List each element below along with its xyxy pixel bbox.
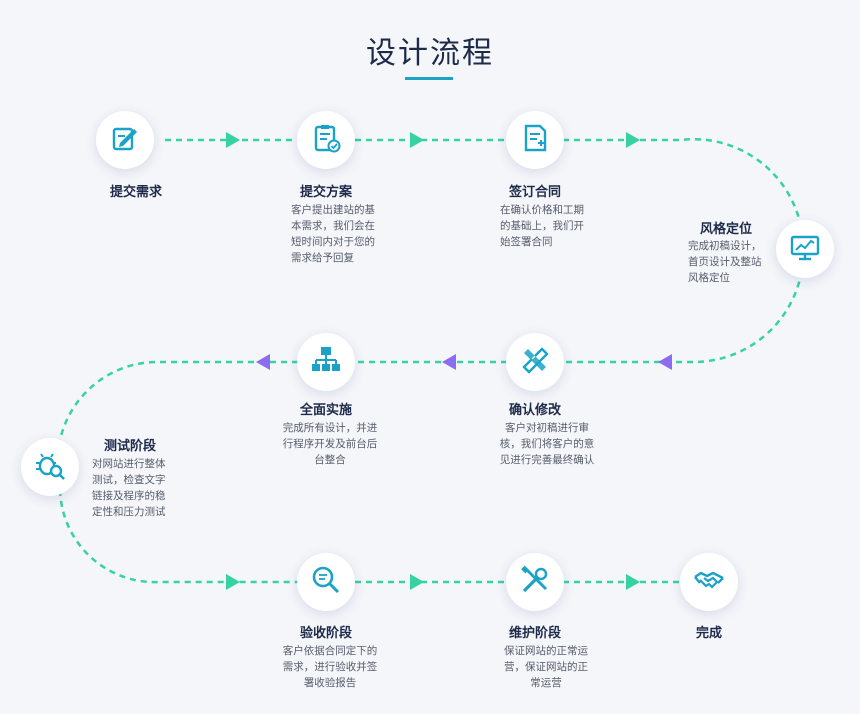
step-desc-3: 在确认价格和工期的基础上，我们开始签署合同	[500, 204, 584, 248]
step-node-7	[21, 438, 79, 496]
step-label-3: 签订合同	[508, 185, 561, 200]
bug-search-icon	[33, 448, 67, 486]
arrow-right	[226, 574, 240, 590]
step-desc-8: 客户依据合同定下的需求，进行验收并签署收验报告	[282, 645, 378, 689]
sitemap-icon	[309, 343, 343, 381]
handshake-icon	[692, 563, 726, 601]
arrow-right	[626, 574, 640, 590]
step-label-8: 验收阶段	[299, 626, 352, 641]
step-desc-9: 保证网站的正常运营，保证网站的正常运营	[504, 645, 588, 689]
arrow-left	[256, 354, 270, 370]
arrow-right	[410, 132, 424, 148]
connector-4	[563, 259, 805, 364]
magnifier-icon	[309, 563, 343, 601]
step-desc-7: 对网站进行整体测试，检查文字链接及程序的稳定性和压力测试	[92, 458, 166, 518]
edit-icon	[108, 121, 142, 159]
step-label-1: 提交需求	[109, 185, 162, 200]
step-node-5	[506, 333, 564, 391]
arrow-left	[658, 354, 672, 370]
tools-icon	[518, 563, 552, 601]
step-node-6	[297, 333, 355, 391]
step-label-9: 维护阶段	[508, 626, 561, 641]
step-desc-4: 完成初稿设计，首页设计及整站风格定位	[688, 240, 762, 284]
step-label-5: 确认修改	[508, 403, 561, 418]
arrow-right	[226, 132, 240, 148]
contract-icon	[518, 121, 552, 159]
step-label-7: 测试阶段	[104, 439, 157, 454]
step-node-9	[506, 553, 564, 611]
step-node-3	[506, 111, 564, 169]
step-node-1	[96, 111, 154, 169]
connector-7	[58, 489, 298, 584]
step-node-8	[297, 553, 355, 611]
title-underline	[405, 77, 453, 80]
step-label-4: 风格定位	[700, 222, 753, 237]
arrow-right	[626, 132, 640, 148]
step-label-6: 全面实施	[299, 403, 352, 418]
clipboard-check-icon	[309, 121, 343, 159]
step-desc-5: 客户对初稿进行审核，我们将客户的意见进行完善最终确认	[499, 422, 595, 466]
page-title: 设计流程	[366, 36, 494, 71]
step-label-2: 提交方案	[299, 185, 352, 200]
step-node-2	[297, 111, 355, 169]
ruler-pencil-icon	[518, 343, 552, 381]
arrow-right	[410, 574, 424, 590]
connector-6	[58, 360, 298, 441]
step-desc-2: 客户提出建站的基本需求，我们会在短时间内对于您的需求给予回复	[291, 204, 375, 264]
connector-3	[563, 137, 805, 241]
step-node-4	[776, 220, 834, 278]
step-label-10: 完成	[695, 626, 722, 641]
monitor-chart-icon	[788, 230, 822, 268]
step-desc-6: 完成所有设计，并进行程序开发及前台后台整合	[282, 422, 378, 466]
step-node-10	[680, 553, 738, 611]
arrow-left	[442, 354, 456, 370]
